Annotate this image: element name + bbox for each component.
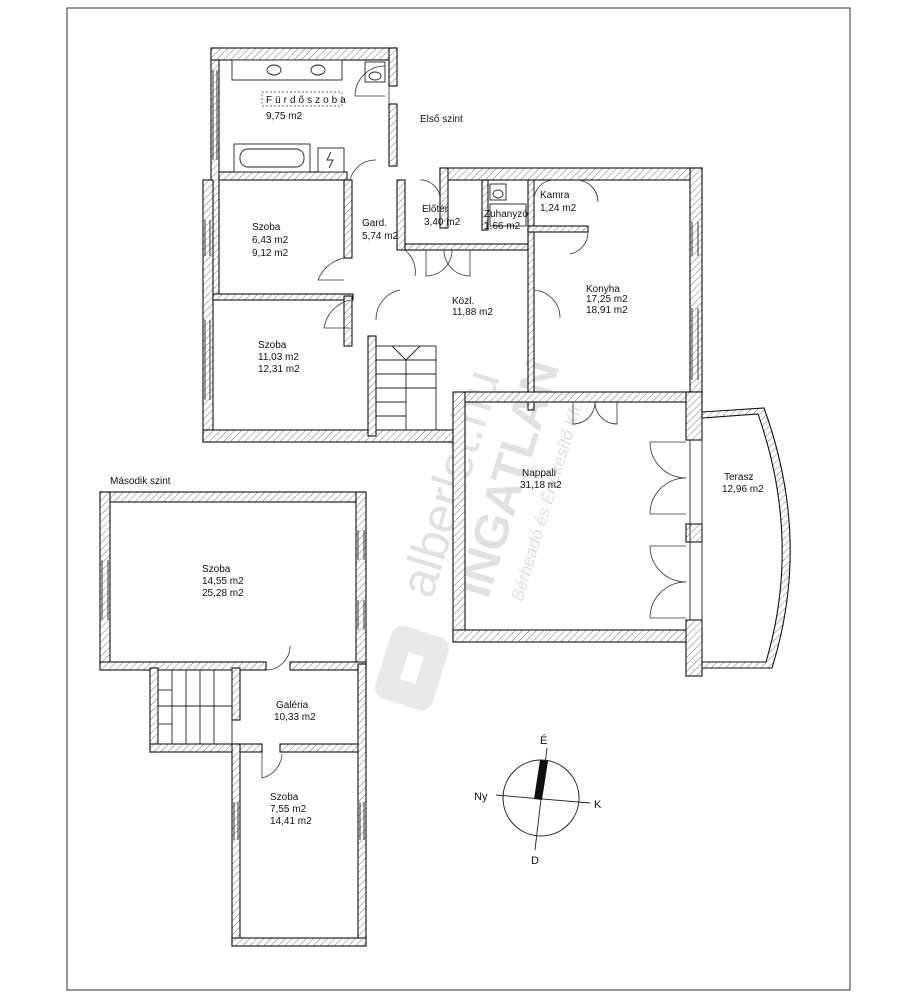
wall bbox=[212, 293, 354, 301]
room-area-nappali: 31,18 m2 bbox=[520, 480, 562, 491]
stairs bbox=[375, 345, 437, 431]
room-area-szoba-c-1: 14,55 m2 bbox=[202, 576, 244, 587]
wall bbox=[218, 171, 348, 181]
room-area-konyha-1: 17,25 m2 bbox=[586, 294, 628, 305]
room-area-galeria: 10,33 m2 bbox=[274, 712, 316, 723]
wall bbox=[149, 667, 159, 753]
room-area-eloter: 3,40 m2 bbox=[424, 217, 461, 228]
wall bbox=[357, 663, 367, 947]
shower-tray bbox=[489, 203, 527, 227]
wall bbox=[481, 179, 489, 231]
wall bbox=[439, 167, 449, 229]
room-area-szoba-c-2: 25,28 m2 bbox=[202, 588, 244, 599]
furdoszoba-label-box bbox=[261, 91, 343, 107]
room-area-furdoszoba: 9,75 m2 bbox=[266, 111, 303, 122]
room-name-gard: Gard. bbox=[362, 218, 387, 229]
wall bbox=[202, 429, 466, 443]
wall bbox=[388, 47, 398, 87]
room-name-kozl: Közl. bbox=[452, 296, 474, 307]
floor-label-first: Első szint bbox=[420, 114, 463, 125]
wall bbox=[149, 743, 263, 753]
compass: É D Ny K bbox=[474, 734, 602, 867]
bathroom-fixtures bbox=[231, 59, 527, 227]
wall bbox=[99, 661, 267, 671]
doors bbox=[317, 65, 687, 619]
wall bbox=[396, 179, 406, 251]
wall bbox=[404, 243, 529, 251]
room-area-gard: 5,74 m2 bbox=[362, 231, 399, 242]
wall bbox=[527, 225, 589, 233]
wall bbox=[459, 391, 703, 403]
floor-label-second: Második szint bbox=[110, 476, 171, 487]
room-area-kamra: 1,24 m2 bbox=[540, 203, 577, 214]
room-area-konyha-2: 18,91 m2 bbox=[586, 305, 628, 316]
terrace-wall bbox=[701, 407, 791, 669]
first-floor bbox=[202, 47, 791, 677]
north-arrow-icon bbox=[534, 760, 548, 800]
room-name-galeria: Galéria bbox=[276, 700, 309, 711]
room-name-konyha: Konyha bbox=[586, 284, 620, 295]
room-name-szoba-b: Szoba bbox=[258, 340, 287, 351]
room-area-szoba-d-1: 7,55 m2 bbox=[270, 804, 307, 815]
wall bbox=[289, 661, 367, 671]
room-area-terasz: 12,96 m2 bbox=[722, 484, 764, 495]
wall bbox=[99, 491, 111, 671]
room-name-szoba-a: Szoba bbox=[252, 222, 281, 233]
wall bbox=[452, 391, 466, 643]
wall bbox=[685, 619, 703, 677]
room-name-zuhanyzo: Zuhanyzó bbox=[484, 209, 528, 220]
sink-icon bbox=[310, 64, 326, 76]
windows bbox=[204, 70, 699, 620]
second-floor bbox=[99, 491, 367, 947]
room-area-szoba-b-2: 12,31 m2 bbox=[258, 364, 300, 375]
room-name-szoba-d: Szoba bbox=[270, 792, 299, 803]
compass-north: É bbox=[540, 734, 547, 747]
compass-south: D bbox=[531, 855, 539, 867]
wall bbox=[231, 667, 241, 721]
wall bbox=[279, 743, 367, 753]
wall bbox=[231, 937, 367, 947]
wall bbox=[388, 103, 398, 167]
sink-icon bbox=[266, 64, 282, 76]
doors bbox=[261, 645, 291, 779]
compass-west: Ny bbox=[474, 791, 488, 803]
wall bbox=[343, 295, 353, 347]
room-name-nappali: Nappali bbox=[522, 468, 556, 479]
room-area-zuhanyzo: 1,66 m2 bbox=[484, 221, 521, 232]
wall bbox=[355, 491, 367, 665]
compass-east: K bbox=[594, 799, 602, 811]
room-area-szoba-a-1: 6,43 m2 bbox=[252, 235, 289, 246]
room-name-terasz: Terasz bbox=[724, 472, 753, 483]
wall bbox=[367, 335, 377, 437]
sink-counter bbox=[231, 59, 343, 81]
room-name-kamra: Kamra bbox=[540, 190, 570, 201]
labels: Első szint Második szint Fürdőszoba 9,75… bbox=[110, 91, 764, 827]
wall bbox=[685, 523, 703, 543]
watermark-logo bbox=[375, 625, 449, 711]
wall bbox=[452, 629, 703, 643]
wall bbox=[343, 179, 353, 259]
windows bbox=[101, 530, 365, 840]
wall bbox=[231, 743, 241, 947]
watermark: alberlet.hu INGATLAN Bérbeadó és Értékes… bbox=[375, 354, 587, 711]
room-area-kozl: 11,88 m2 bbox=[452, 307, 493, 318]
wall bbox=[527, 179, 535, 411]
wall bbox=[202, 179, 214, 443]
room-name-szoba-c: Szoba bbox=[202, 564, 231, 575]
room-name-eloter: Előtér bbox=[422, 204, 449, 215]
room-area-szoba-a-2: 9,12 m2 bbox=[252, 248, 289, 259]
room-name-furdoszoba: Fürdőszoba bbox=[266, 95, 349, 106]
stairs bbox=[157, 669, 233, 745]
room-area-szoba-b-1: 11,03 m2 bbox=[258, 352, 299, 363]
wall bbox=[685, 391, 703, 441]
page-frame bbox=[66, 7, 851, 991]
wall bbox=[439, 167, 703, 181]
wall bbox=[210, 47, 398, 61]
wall bbox=[99, 491, 367, 503]
room-area-szoba-d-2: 14,41 m2 bbox=[270, 816, 312, 827]
